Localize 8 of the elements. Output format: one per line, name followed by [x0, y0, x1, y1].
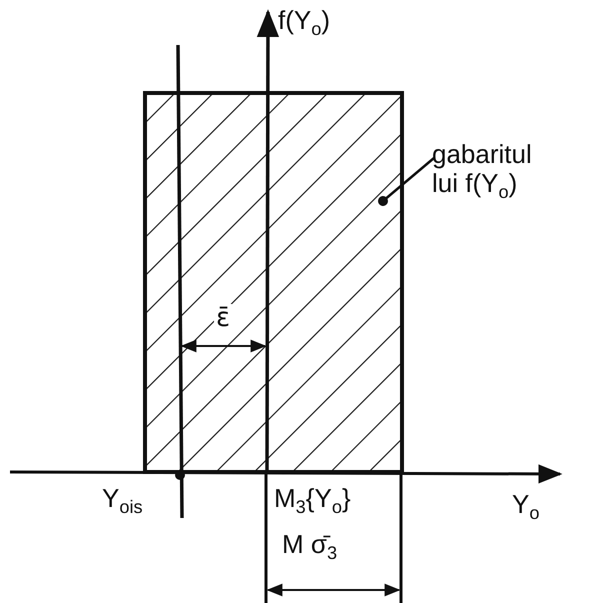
leader-line [378, 157, 435, 206]
axis-label: f(Y$_{o}$) [278, 6, 330, 40]
hatched-rectangle [143, 91, 404, 474]
point-label: Y$_{ois}$ [102, 484, 143, 518]
annotation-text: gabaritul lui f(Y$_{o}$) [432, 140, 562, 202]
dimension-label: M σ̄$_{3}$ [282, 530, 338, 564]
value-label: M$_{3}${Y$_{o}$} [274, 484, 351, 518]
axis-label: Y$_{o}$ [512, 490, 540, 524]
